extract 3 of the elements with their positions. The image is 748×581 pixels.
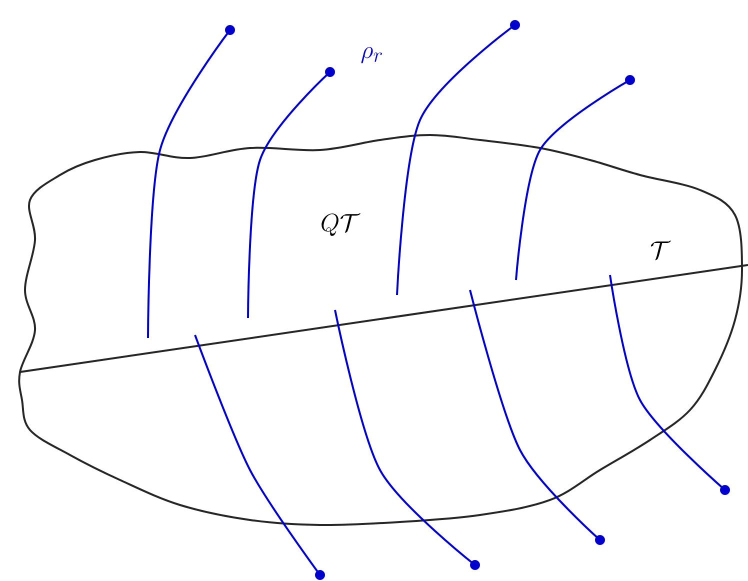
math-label: $\rho_r$	[361, 46, 382, 64]
math-label: $Q\mathcal{T}$	[322, 213, 360, 236]
math-label: $\mathcal{T}$	[650, 240, 671, 260]
